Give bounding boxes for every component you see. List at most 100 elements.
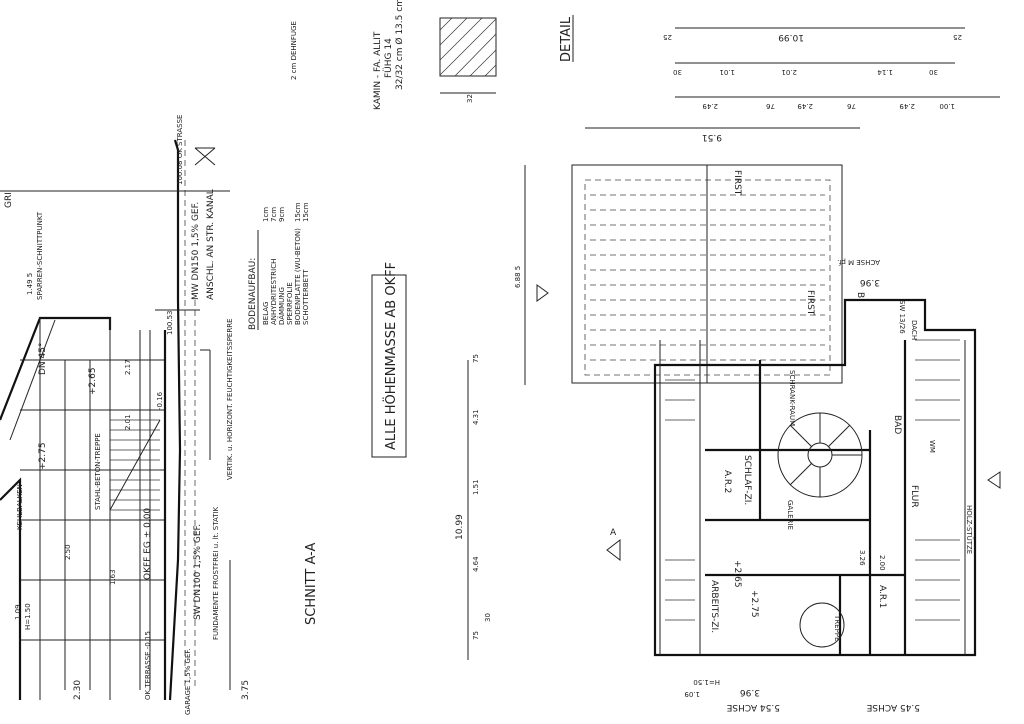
drawing-label: 15cm bbox=[302, 202, 310, 222]
room-label-closet: SCHRANK-RAUM bbox=[788, 370, 796, 426]
chimney-detail: KAMIN - FA. ALLIT FÜHG 14 32/32 cm Ø 13.… bbox=[373, 0, 497, 110]
drawing-line bbox=[0, 190, 231, 690]
drawing-label: 9cm bbox=[278, 207, 286, 222]
floor-buildup-title: BODENAUFBAU: bbox=[248, 258, 258, 330]
chimney-hatch bbox=[439, 17, 497, 77]
drawing-line bbox=[439, 17, 497, 77]
plan-outer-walls bbox=[653, 298, 977, 657]
section-marker-a bbox=[606, 538, 621, 562]
section-title: SCHNITT A-A bbox=[304, 543, 319, 625]
drawing-label: BODENPLATTE (WU-BETON) bbox=[294, 228, 302, 325]
dimension-label: 1.49 5 bbox=[26, 273, 34, 295]
drawing-label: +2.65 bbox=[732, 560, 742, 588]
drawing-label: ACHSE M pf. bbox=[837, 258, 880, 266]
drawing-label: 30 bbox=[484, 613, 492, 622]
plan-left-dimensions: 10.99 4.64 1.51 4.31 6.88 5 75 30 75 A bbox=[455, 165, 621, 660]
section-marker-a-right bbox=[987, 471, 1001, 489]
street-drain-symbol bbox=[194, 147, 216, 166]
drawing-label: 30 bbox=[673, 68, 682, 76]
drawing-label: 1.51 bbox=[472, 479, 480, 495]
stair-label: STAHL-BETON-TREPPE bbox=[94, 433, 102, 510]
drawing-label: 2.01 bbox=[781, 68, 797, 76]
drawing-line bbox=[659, 340, 966, 655]
room-label-storage-2: A.R.2 bbox=[722, 470, 732, 493]
room-label-bath: BAD bbox=[892, 415, 902, 434]
drawing-label: 5.45 ACHSE bbox=[866, 702, 920, 712]
room-label-storage-1: A.R.1 bbox=[877, 585, 887, 608]
drawing-label: H=1.50 bbox=[693, 678, 720, 686]
drawing-label: 2.00 bbox=[878, 555, 886, 571]
drawing-label: WM bbox=[928, 440, 936, 453]
beam-label: KEHLBALKEN bbox=[16, 484, 24, 530]
street-level-label: 100.08 OK STRASSE bbox=[176, 115, 184, 185]
roof-pitch-label: DN 45° bbox=[38, 343, 48, 375]
room-label-bedroom: SCHLAF-ZI. bbox=[742, 455, 752, 505]
drawing-label: 10.99 bbox=[778, 32, 804, 42]
garage-label: GARAGE 1,5% GEF. bbox=[184, 648, 192, 715]
drawing-line bbox=[184, 140, 196, 690]
room-label-gallery: GALERIE bbox=[786, 500, 794, 530]
dimension-label: 2.17 bbox=[124, 359, 132, 375]
drawing-label: TREPPE bbox=[833, 614, 841, 641]
drawing-line bbox=[705, 340, 907, 655]
note-box: ALLE HÖHENMASSE AB OKFF bbox=[371, 262, 407, 458]
drawing-label: 76 bbox=[847, 102, 856, 110]
drawing-label: HOLZ-STÜTZE bbox=[965, 505, 974, 554]
sewer-sw-label: SW DN100 1,5% GEF. bbox=[193, 524, 203, 620]
drawing-line bbox=[371, 274, 407, 458]
drawing-label: DACH bbox=[910, 320, 918, 340]
drawing-label: 10.99 bbox=[455, 514, 465, 540]
dimension-label: 1.09 bbox=[14, 604, 22, 620]
drawing-label: SCHOTTERBETT bbox=[302, 269, 310, 325]
drawing-label: 7cm bbox=[270, 207, 278, 222]
level-label: 100.53 bbox=[166, 311, 174, 336]
dimension-label: 3.75 bbox=[241, 680, 251, 700]
drawing-label: 4.64 bbox=[472, 556, 480, 572]
sewer-connection-label: ANSCHL. AN STR. KANAL bbox=[206, 189, 216, 300]
drawing-label: DÄMMUNG bbox=[277, 287, 286, 325]
ridge-label: FIRST bbox=[732, 170, 742, 196]
drawing-line bbox=[799, 602, 845, 648]
drawing-label: 15cm bbox=[294, 202, 302, 222]
drawing-label: 1cm bbox=[262, 207, 270, 222]
drawing-line bbox=[0, 330, 167, 700]
drawing-label: 2.49 bbox=[797, 102, 813, 110]
terrace-label: OK TERRASSE -0.15 bbox=[144, 631, 152, 700]
floor-level-label: OKFF EG ± 0.00 bbox=[143, 508, 153, 580]
floor-plan: FIRST FIRST ACHSE M pf. 3.96 3.96 5.54 A… bbox=[571, 164, 1001, 712]
drawing-label: 6.88 5 bbox=[514, 266, 522, 288]
drawing-line bbox=[110, 419, 160, 511]
drawing-label: 2.49 bbox=[702, 102, 718, 110]
section-a-a: SCHNITT A-A OKFF EG ± 0.00 +2.65 +2.75 D… bbox=[0, 115, 319, 715]
drawing-line bbox=[109, 419, 161, 511]
drawing-label: 76 bbox=[766, 102, 775, 110]
drawing-label: 1.14 bbox=[877, 68, 893, 76]
upper-level-label: +2.65 bbox=[88, 367, 98, 395]
drawing-label: A bbox=[610, 528, 617, 538]
drawing-label: 5.54 ACHSE bbox=[726, 702, 780, 712]
drawing-label: 1.09 bbox=[684, 690, 700, 698]
drawing-label: B bbox=[855, 292, 865, 298]
section-marker-b bbox=[536, 284, 549, 302]
grid-label: GRI bbox=[4, 192, 14, 208]
drawing-label: FIRST bbox=[805, 290, 815, 316]
expansion-joint-note: 2 cm DEHNFUGE bbox=[290, 21, 298, 80]
drawing-label: ANHYDRITESTRICH bbox=[270, 259, 278, 325]
rafter-label: SPARREN-SCHNITTPUNKT bbox=[36, 211, 44, 300]
drawing-label: 3.96 bbox=[860, 277, 880, 287]
drawing-label: 75 bbox=[472, 354, 480, 363]
drawing-line bbox=[789, 413, 862, 497]
ground-line bbox=[168, 139, 182, 701]
room-label-hall: FLUR bbox=[909, 485, 919, 508]
drawing-label: SW 13/26 bbox=[898, 300, 906, 334]
drawing-label: 3.96 bbox=[740, 687, 760, 697]
drawing-label: 25 bbox=[663, 33, 672, 41]
dimension-label: 2.50 bbox=[64, 544, 72, 560]
dimension-label: H=1.50 bbox=[24, 603, 32, 630]
drawing-label: 30 bbox=[929, 68, 938, 76]
drawing-line bbox=[665, 339, 960, 621]
damp-proof-note: VERTIK. u. HORIZONT. FEUCHTIGKEITSSPERRE bbox=[226, 319, 234, 481]
detail-label: DETAIL bbox=[559, 16, 574, 62]
